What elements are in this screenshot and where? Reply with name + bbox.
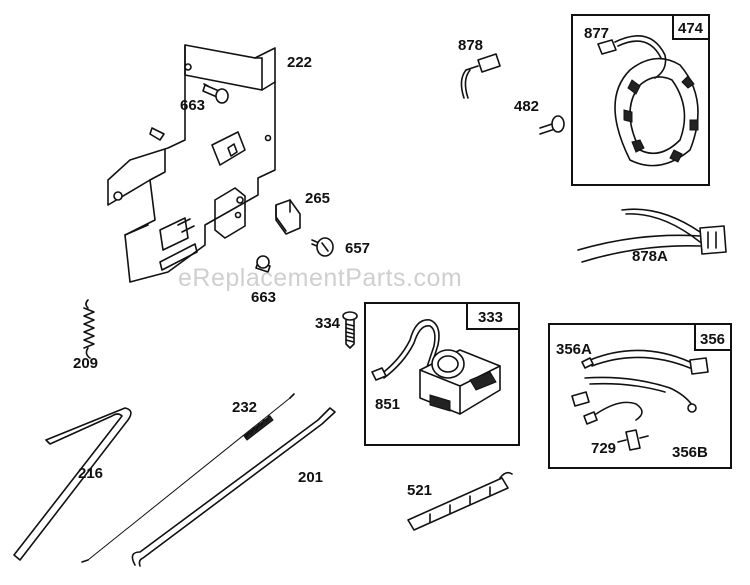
callout-222: 222: [287, 54, 312, 71]
callout-657: 657: [345, 240, 370, 257]
callout-851: 851: [375, 396, 400, 413]
armature-box-333[interactable]: [364, 302, 520, 446]
box-tag-474: 474: [678, 20, 704, 37]
link-201[interactable]: [131, 407, 336, 567]
wire-harness-set: [571, 349, 709, 451]
callout-878A: 878A: [632, 248, 668, 265]
callout-877: 877: [584, 25, 609, 42]
screw-482[interactable]: [539, 115, 565, 135]
callout-265: 265: [305, 190, 330, 207]
callout-521: 521: [407, 482, 432, 499]
link-216[interactable]: [13, 407, 132, 561]
tube-521[interactable]: [407, 471, 513, 531]
spring-209[interactable]: [83, 299, 95, 359]
callout-232: 232: [232, 399, 257, 416]
harness-box-356[interactable]: [548, 323, 732, 469]
callout-482: 482: [514, 98, 539, 115]
harness-878A[interactable]: [577, 208, 727, 263]
connector-878[interactable]: [460, 53, 501, 99]
box-tag-333: 333: [478, 309, 503, 326]
callout-729: 729: [591, 440, 616, 457]
callout-878: 878: [458, 37, 483, 54]
alternator-stator: [597, 35, 699, 167]
alternator-box-474[interactable]: [571, 14, 710, 186]
control-bracket-222[interactable]: [107, 44, 276, 283]
callout-663-top: 663: [180, 97, 205, 114]
screw-663-bottom[interactable]: [255, 255, 271, 273]
screw-663-top[interactable]: [202, 83, 229, 104]
governor-link-232[interactable]: [81, 393, 295, 563]
callout-216: 216: [78, 465, 103, 482]
callout-663-bottom: 663: [251, 289, 276, 306]
callout-209: 209: [73, 355, 98, 372]
clip-265[interactable]: [275, 199, 301, 235]
callout-201: 201: [298, 469, 323, 486]
ignition-armature: [371, 319, 501, 415]
callout-356B: 356B: [672, 444, 708, 461]
screw-334[interactable]: [342, 311, 358, 349]
box-tag-356: 356: [700, 331, 725, 348]
callout-334: 334: [315, 315, 341, 332]
watermark-text: eReplacementParts.com: [178, 264, 462, 292]
screw-657[interactable]: [311, 237, 334, 257]
callout-356A: 356A: [556, 341, 592, 358]
